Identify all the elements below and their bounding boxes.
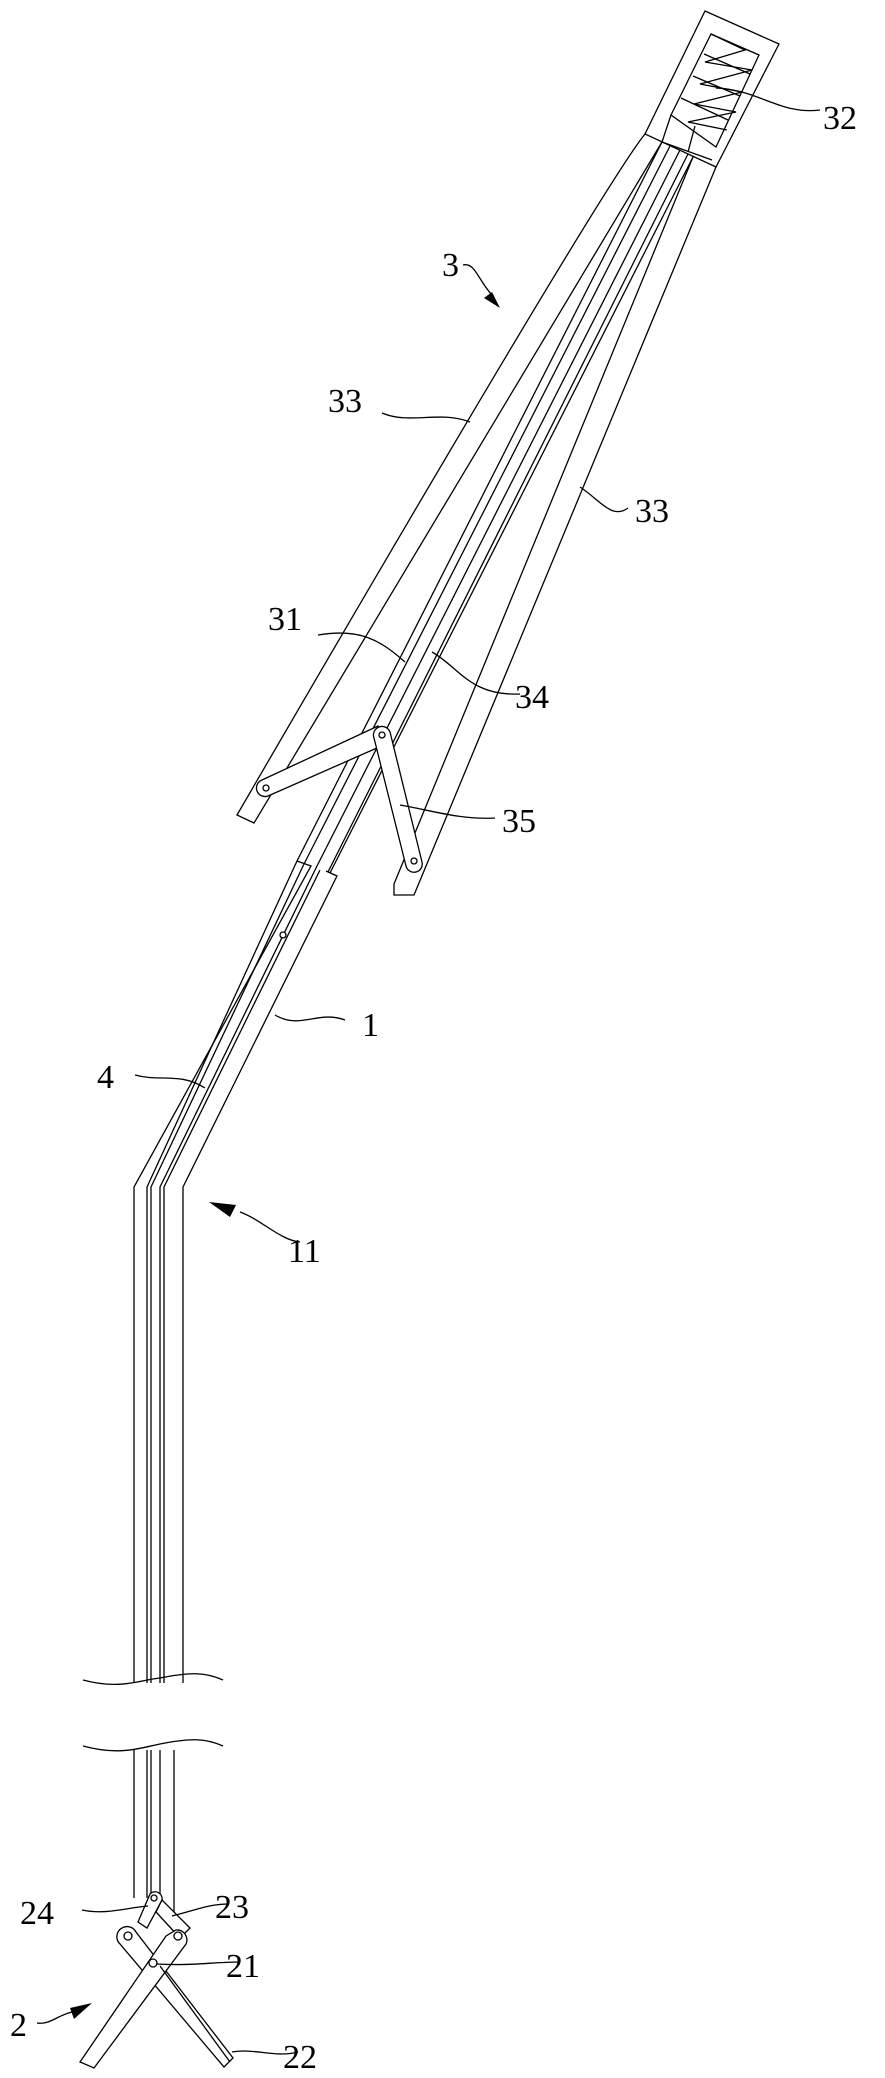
label-34: 34	[515, 679, 549, 716]
label-32: 32	[823, 100, 857, 137]
leaders	[36, 87, 821, 2055]
label-33-left: 33	[328, 383, 362, 420]
left-arm	[236, 133, 663, 824]
clamp	[79, 1891, 234, 2069]
shaft	[82, 860, 338, 1920]
rods	[296, 141, 694, 874]
label-35: 35	[502, 803, 536, 840]
label-4: 4	[97, 1059, 114, 1096]
label-11: 11	[288, 1233, 321, 1270]
label-1: 1	[362, 1007, 379, 1044]
right-arm	[393, 156, 717, 896]
label-21: 21	[226, 1948, 260, 1985]
spring-housing	[644, 10, 780, 168]
label-3: 3	[442, 247, 459, 284]
label-31: 31	[268, 601, 302, 638]
label-23: 23	[215, 1889, 249, 1926]
label-24: 24	[20, 1895, 54, 1932]
label-22: 22	[283, 2039, 317, 2076]
links	[255, 725, 423, 873]
label-2: 2	[10, 2007, 27, 2044]
label-33-right: 33	[635, 493, 669, 530]
